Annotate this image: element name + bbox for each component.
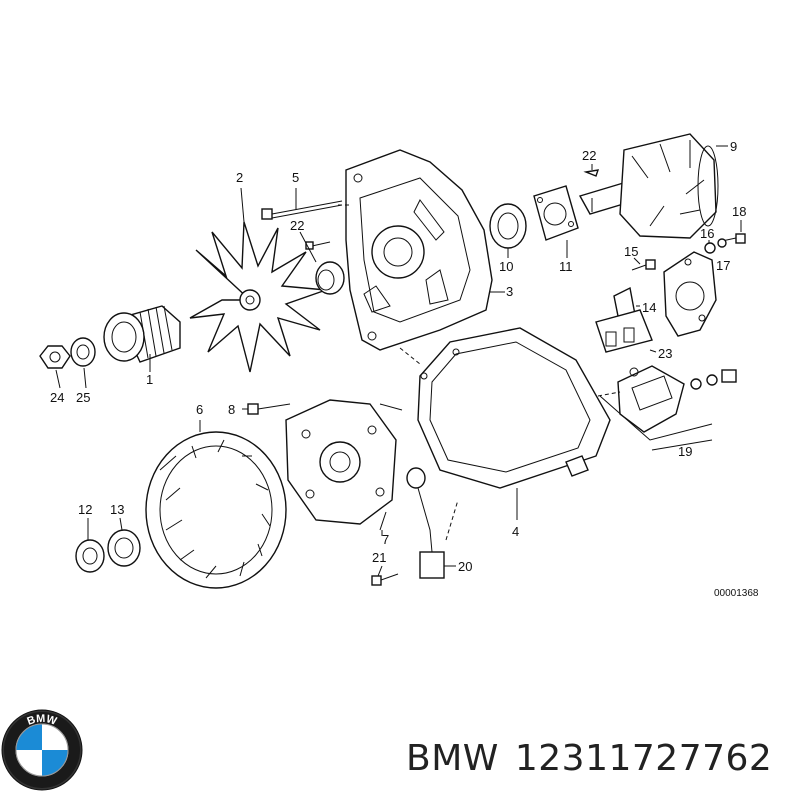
part-24-nut [39, 345, 71, 369]
callout-2: 2 [236, 170, 243, 185]
part-5-bolt [261, 200, 343, 220]
callout-3: 3 [506, 284, 513, 299]
part-19-washers [690, 369, 737, 390]
part-7-rectifier [285, 399, 403, 525]
leader-lines [55, 145, 742, 577]
part-22-screw [305, 241, 331, 250]
callout-10: 10 [499, 259, 513, 274]
callout-23: 23 [658, 346, 672, 361]
callout-5: 5 [292, 170, 299, 185]
callout-25: 25 [76, 390, 90, 405]
part-1-pulley [103, 305, 181, 363]
part-6-stator [145, 431, 287, 589]
exploded-parts-diagram: 1 2 3 4 5 6 7 8 9 10 11 12 13 14 15 16 1… [39, 133, 759, 599]
part-9-rotor [578, 133, 719, 239]
callout-9: 9 [730, 139, 737, 154]
callout-20: 20 [458, 559, 472, 574]
brand-name: BMW [406, 738, 499, 779]
part-number: 12311727762 [514, 738, 773, 779]
callout-labels: 1 2 3 4 5 6 7 8 9 10 11 12 13 14 15 16 1… [50, 139, 746, 574]
bmw-logo: BMW [1, 709, 83, 791]
part-3-drive-end-housing [345, 149, 493, 351]
callout-4: 4 [512, 524, 519, 539]
svg-text:BMW: BMW [26, 713, 59, 728]
part-25-washer [70, 337, 96, 367]
brand-part-number: BMW 12311727762 [406, 738, 788, 779]
part-13-ring [107, 529, 141, 567]
part-12-bearing [75, 539, 105, 573]
part-17-washer [717, 238, 727, 248]
callout-13: 13 [110, 502, 124, 517]
part-22-spacer [315, 261, 345, 295]
part-11-bearing-plate [533, 185, 579, 241]
part-21-screw [371, 573, 399, 586]
callout-15: 15 [624, 244, 638, 259]
callout-16: 16 [700, 226, 714, 241]
diagram-id: 00001368 [714, 588, 759, 599]
callout-8: 8 [228, 402, 235, 417]
slip-ring-end-cover [663, 251, 717, 337]
callout-14: 14 [642, 300, 656, 315]
part-2-fan [189, 221, 327, 373]
callout-21: 21 [372, 550, 386, 565]
part-23-brush-holder [595, 309, 653, 353]
part-20-capacitor [406, 467, 445, 579]
callout-1: 1 [146, 372, 153, 387]
part-15-screw [631, 259, 656, 271]
callout-19: 19 [678, 444, 692, 459]
part-16-washer [704, 242, 716, 254]
callout-17: 17 [716, 258, 730, 273]
part-8-screw [247, 403, 291, 415]
callout-22-left: 22 [290, 218, 304, 233]
part-19-regulator [617, 365, 685, 433]
callout-6: 6 [196, 402, 203, 417]
part-22-key [583, 169, 600, 177]
callout-22-right: 22 [582, 148, 596, 163]
callout-24: 24 [50, 390, 64, 405]
part-4-slip-ring-housing [417, 327, 611, 489]
callout-12: 12 [78, 502, 92, 517]
callout-7: 7 [382, 532, 389, 547]
callout-18: 18 [732, 204, 746, 219]
callout-11: 11 [559, 259, 573, 274]
part-10-bearing [489, 203, 527, 249]
